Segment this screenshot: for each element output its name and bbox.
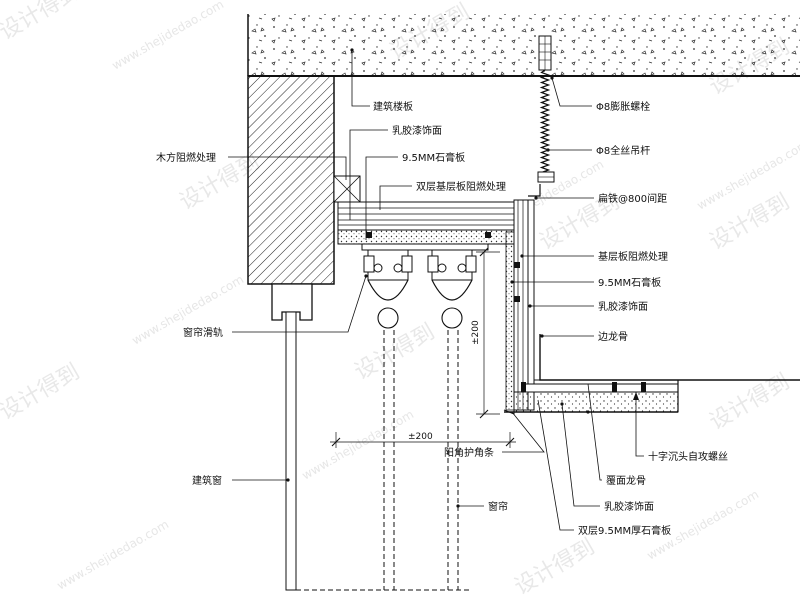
label-double-gypsum: 双层9.5MM厚石膏板: [578, 524, 671, 537]
watermark-url: www.shejidedao.com: [300, 407, 417, 482]
label-threaded-rod: Φ8全丝吊杆: [596, 144, 650, 157]
label-wood-fireproof: 木方阻燃处理: [156, 151, 216, 164]
dimension-vertical-text: ±200: [471, 320, 481, 345]
label-latex-paint-top: 乳胶漆饰面: [392, 124, 442, 137]
labels: 建筑楼板 Φ8膨胀螺栓 乳胶漆饰面 Φ8全丝吊杆 木方阻燃处理 9.5MM石膏板…: [156, 100, 728, 537]
watermark-url: www.shejidedao.com: [55, 517, 172, 592]
screw-arrow: [633, 392, 639, 400]
curtains: [296, 330, 470, 591]
label-edge-keel: 边龙骨: [598, 330, 628, 343]
leader-lines: [228, 50, 644, 531]
watermark-text: 设计得到: [351, 320, 440, 386]
flat-iron: [528, 184, 541, 197]
watermark-url: www.shejidedao.com: [110, 0, 227, 73]
beam-hatched: [247, 75, 335, 285]
curtain-runners: [363, 249, 477, 329]
threaded-rod: [537, 69, 555, 183]
label-floor-slab: 建筑楼板: [373, 100, 413, 113]
curtain-box-top-layers: [337, 201, 527, 245]
label-building-window: 建筑窗: [192, 474, 222, 487]
screws: [366, 232, 646, 392]
dimension-horizontal-text: ±200: [408, 432, 433, 442]
dimension-vertical: ±200: [471, 247, 500, 419]
label-flat-iron: 扁铁@800间距: [598, 192, 667, 205]
leader-dots: [286, 48, 590, 508]
watermark-text: 设计得到: [0, 360, 84, 426]
floor-slab: [247, 14, 800, 77]
curtain-rail: [361, 243, 489, 251]
label-gypsum-top: 9.5MM石膏板: [402, 151, 465, 164]
label-double-base-board: 双层基层板阻燃处理: [416, 180, 506, 193]
label-curtain-rail: 窗帘滑轨: [183, 326, 223, 339]
label-corner-bead: 阳角护角条: [444, 446, 494, 459]
label-latex-paint-right: 乳胶漆饰面: [598, 300, 648, 313]
label-expansion-bolt: Φ8膨胀螺栓: [596, 100, 650, 113]
label-latex-paint-bottom: 乳胶漆饰面: [604, 500, 654, 513]
window-frame: [271, 283, 313, 591]
label-curtain: 窗帘: [488, 500, 508, 513]
label-cross-screw: 十字沉头自攻螺丝: [648, 450, 728, 463]
watermark-text: 设计得到: [0, 0, 84, 45]
watermark-text: 设计得到: [511, 535, 600, 600]
label-gypsum-right: 9.5MM石膏板: [598, 276, 661, 289]
watermark-url: www.shejidedao.com: [645, 487, 762, 562]
wood-blocking: [333, 175, 361, 203]
dimension-horizontal: ±200: [330, 432, 516, 448]
label-base-board-fireproof: 基层板阻燃处理: [598, 250, 668, 263]
expansion-bolt: [538, 35, 552, 71]
label-cover-keel: 覆面龙骨: [606, 474, 646, 487]
